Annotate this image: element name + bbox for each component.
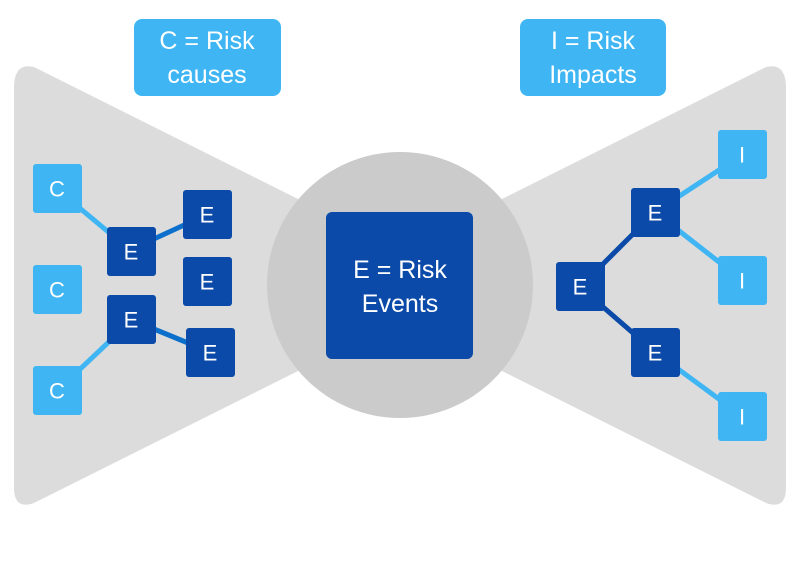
left-event-label-5: E [203,341,218,366]
right-event-top: E [631,188,680,237]
legend-causes-line2: causes [167,61,246,89]
left-event-box-4: E [107,295,156,344]
left-event-box-3: E [183,257,232,306]
left-event-label-2: E [200,203,215,228]
left-event-box-2: E [183,190,232,239]
left-event-box-5: E [186,328,235,377]
center-line1: E = Risk [353,256,447,284]
cause-label-2: C [49,278,65,303]
center-event-box: E = Risk Events [326,212,473,359]
cause-label-1: C [49,177,65,202]
legend-impacts: I = Risk Impacts [520,19,666,96]
impact-label-2: I [739,269,745,294]
legend-impacts-line1: I = Risk [551,27,636,55]
impact-label-1: I [739,143,745,168]
cause-box-2: C [33,265,82,314]
left-event-box-1: E [107,227,156,276]
right-event-main-label: E [573,275,588,300]
legend-causes-line1: C = Risk [159,27,255,55]
right-event-bottom: E [631,328,680,377]
impact-box-2: I [718,256,767,305]
legend-causes: C = Risk causes [134,19,281,96]
legend-impacts-line2: Impacts [549,61,637,89]
right-event-main: E [556,262,605,311]
cause-box-1: C [33,164,82,213]
left-event-label-1: E [124,240,139,265]
left-event-label-3: E [200,270,215,295]
cause-label-3: C [49,379,65,404]
left-event-label-4: E [124,308,139,333]
cause-box-3: C [33,366,82,415]
right-event-top-label: E [648,201,663,226]
right-event-bottom-label: E [648,341,663,366]
impact-box-1: I [718,130,767,179]
center-line2: Events [362,290,438,318]
left-wing [14,66,310,505]
impact-box-3: I [718,392,767,441]
impact-label-3: I [739,405,745,430]
